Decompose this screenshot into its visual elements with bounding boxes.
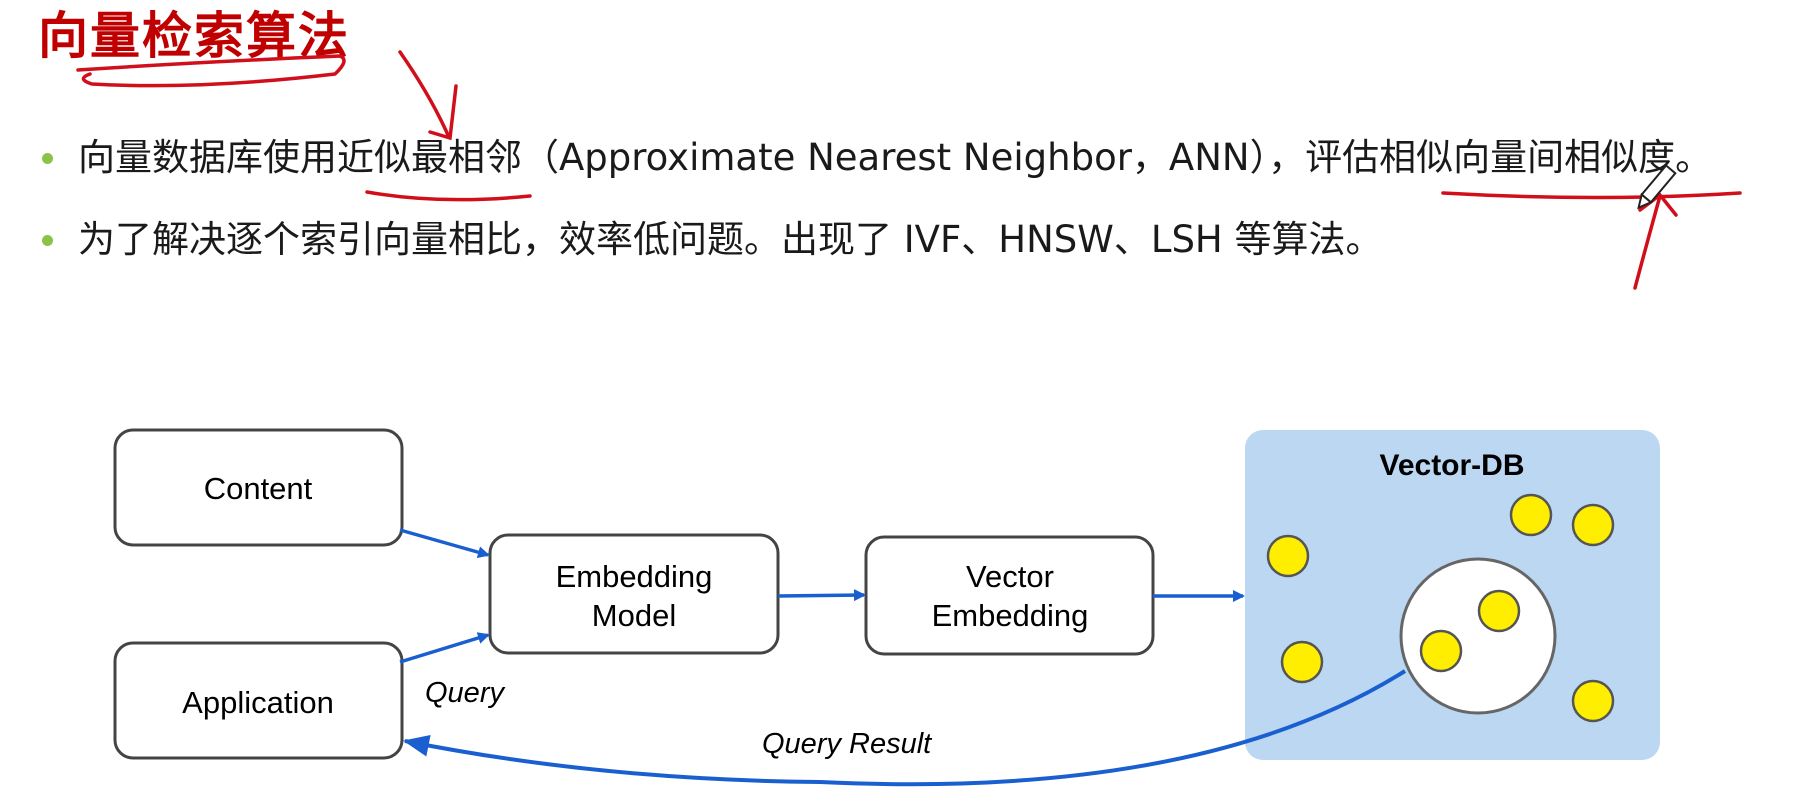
vector-point <box>1509 493 1553 537</box>
vector-point <box>1266 534 1310 578</box>
content-box <box>113 428 404 547</box>
bullet-dot-icon <box>42 153 53 164</box>
nearest-neighbor-cluster <box>1399 557 1557 715</box>
application-label: Application <box>182 685 334 720</box>
query-label: Query <box>425 677 505 709</box>
embedding-model-box <box>488 533 780 655</box>
vector-embedding-label-line1: Vector <box>966 559 1054 594</box>
vector-point <box>1571 503 1615 547</box>
arrow-model-to-vector <box>777 589 866 602</box>
bullet-item: 为了解决逐个索引向量相比，效率低问题。出现了 IVF、HNSW、LSH 等算法。 <box>38 218 1778 262</box>
vector-embedding-box <box>864 535 1155 656</box>
vector-point <box>1571 679 1615 723</box>
bullet-text: 为了解决逐个索引向量相比，效率低问题。出现了 IVF、HNSW、LSH 等算法。 <box>78 218 1383 262</box>
vector-embedding-label-line2: Embedding <box>932 598 1089 633</box>
bullet-text: 向量数据库使用近似最相邻（Approximate Nearest Neighbo… <box>78 136 1713 179</box>
embedding-model-label-line2: Model <box>592 598 676 633</box>
bullet-item: 向量数据库使用近似最相邻（Approximate Nearest Neighbo… <box>38 136 1778 180</box>
arrow-content-to-model <box>399 528 490 559</box>
arrow-application-to-model <box>399 632 490 664</box>
query-result-label: Query Result <box>762 728 933 760</box>
vector-point <box>1280 640 1324 684</box>
application-box <box>113 641 404 760</box>
content-label: Content <box>204 471 313 506</box>
bullet-dot-icon <box>42 235 53 247</box>
vector-point <box>1477 589 1521 633</box>
vector-db-title: Vector-DB <box>1379 449 1524 482</box>
arrow-query-result <box>403 669 1407 787</box>
embedding-model-label-line1: Embedding <box>556 559 713 594</box>
bullet-list: 向量数据库使用近似最相邻（Approximate Nearest Neighbo… <box>38 136 1778 301</box>
vector-point <box>1419 629 1463 673</box>
